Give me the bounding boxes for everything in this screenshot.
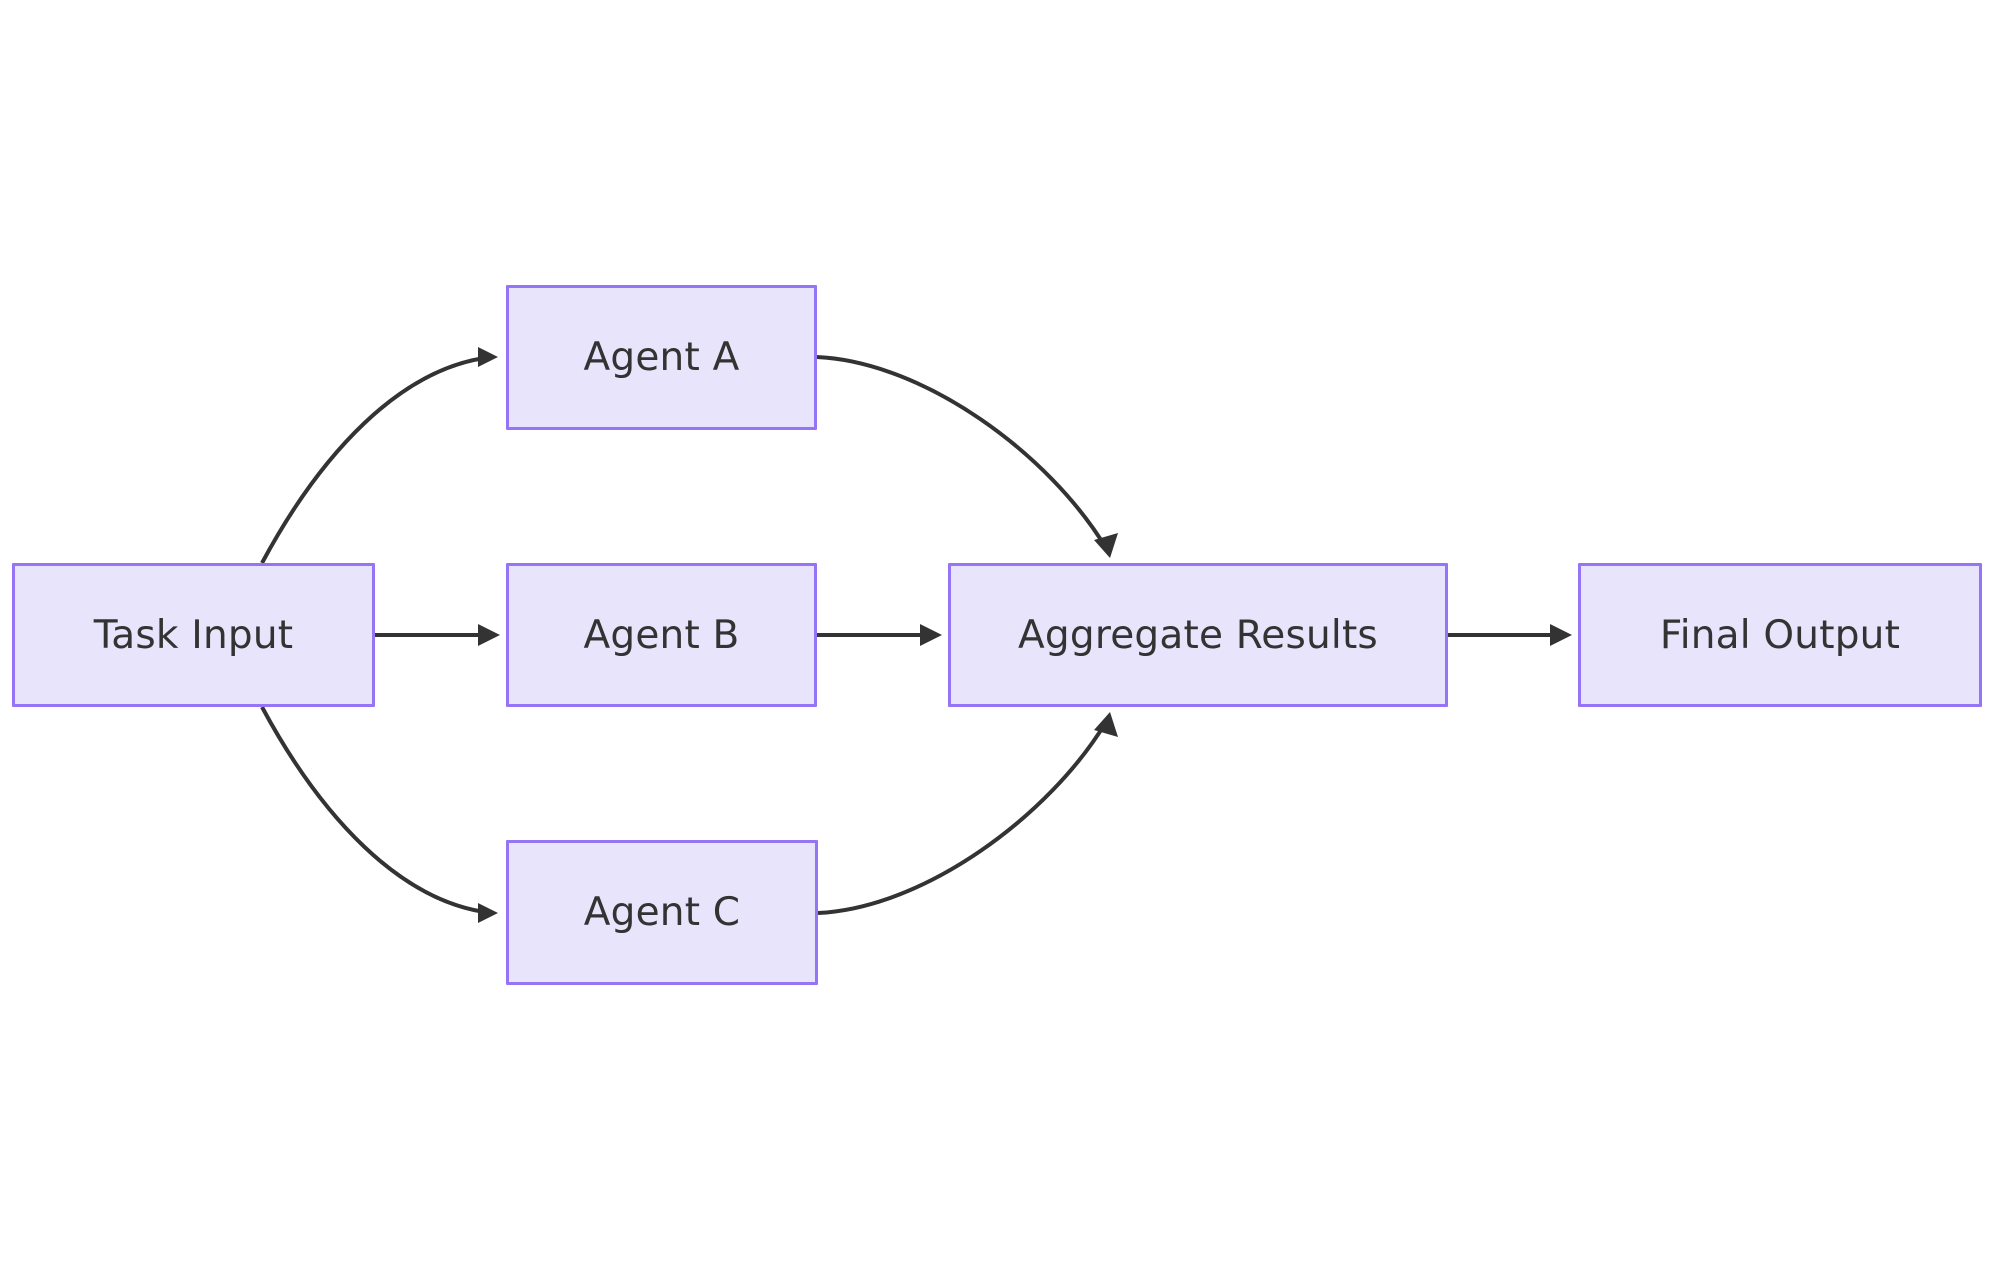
arrow-head-agent-c-in	[478, 903, 498, 923]
node-agent-c-label: Agent C	[583, 890, 741, 935]
edge-path-agent-a-aggregate	[816, 355, 1108, 550]
edge-aggregate-to-final	[1448, 624, 1572, 646]
node-agent-c[interactable]: Agent C	[506, 840, 818, 985]
node-task-input-label: Task Input	[93, 612, 294, 658]
arrow-head-agent-b-in	[478, 624, 500, 646]
node-final-output[interactable]: Final Output	[1578, 563, 1982, 707]
edge-agent-b-to-aggregate	[817, 624, 942, 646]
edge-path-task-input-agent-c	[260, 706, 493, 915]
node-agent-b[interactable]: Agent B	[506, 563, 817, 707]
edge-agent-c-to-aggregate	[817, 712, 1118, 915]
node-final-output-label: Final Output	[1659, 612, 1901, 658]
node-agent-a-label: Agent A	[583, 335, 740, 380]
node-aggregate-results[interactable]: Aggregate Results	[948, 563, 1448, 707]
edge-path-task-input-agent-a	[260, 355, 493, 564]
node-aggregate-results-label: Aggregate Results	[1018, 612, 1378, 658]
arrow-head-aggregate-in-bottom	[1094, 712, 1118, 737]
node-agent-b-label: Agent B	[583, 612, 740, 658]
edge-task-input-to-agent-a	[260, 347, 498, 564]
edge-task-input-to-agent-b	[375, 624, 500, 646]
node-task-input[interactable]: Task Input	[12, 563, 375, 707]
node-agent-a[interactable]: Agent A	[506, 285, 817, 430]
edge-path-agent-c-aggregate	[817, 720, 1108, 915]
edge-agent-a-to-aggregate	[816, 355, 1118, 558]
edge-task-input-to-agent-c	[260, 706, 498, 923]
arrow-head-final-in	[1550, 624, 1572, 646]
arrow-head-agent-a-in	[478, 347, 498, 367]
arrow-head-aggregate-in-left	[920, 624, 942, 646]
arrow-head-aggregate-in-top	[1094, 533, 1118, 558]
